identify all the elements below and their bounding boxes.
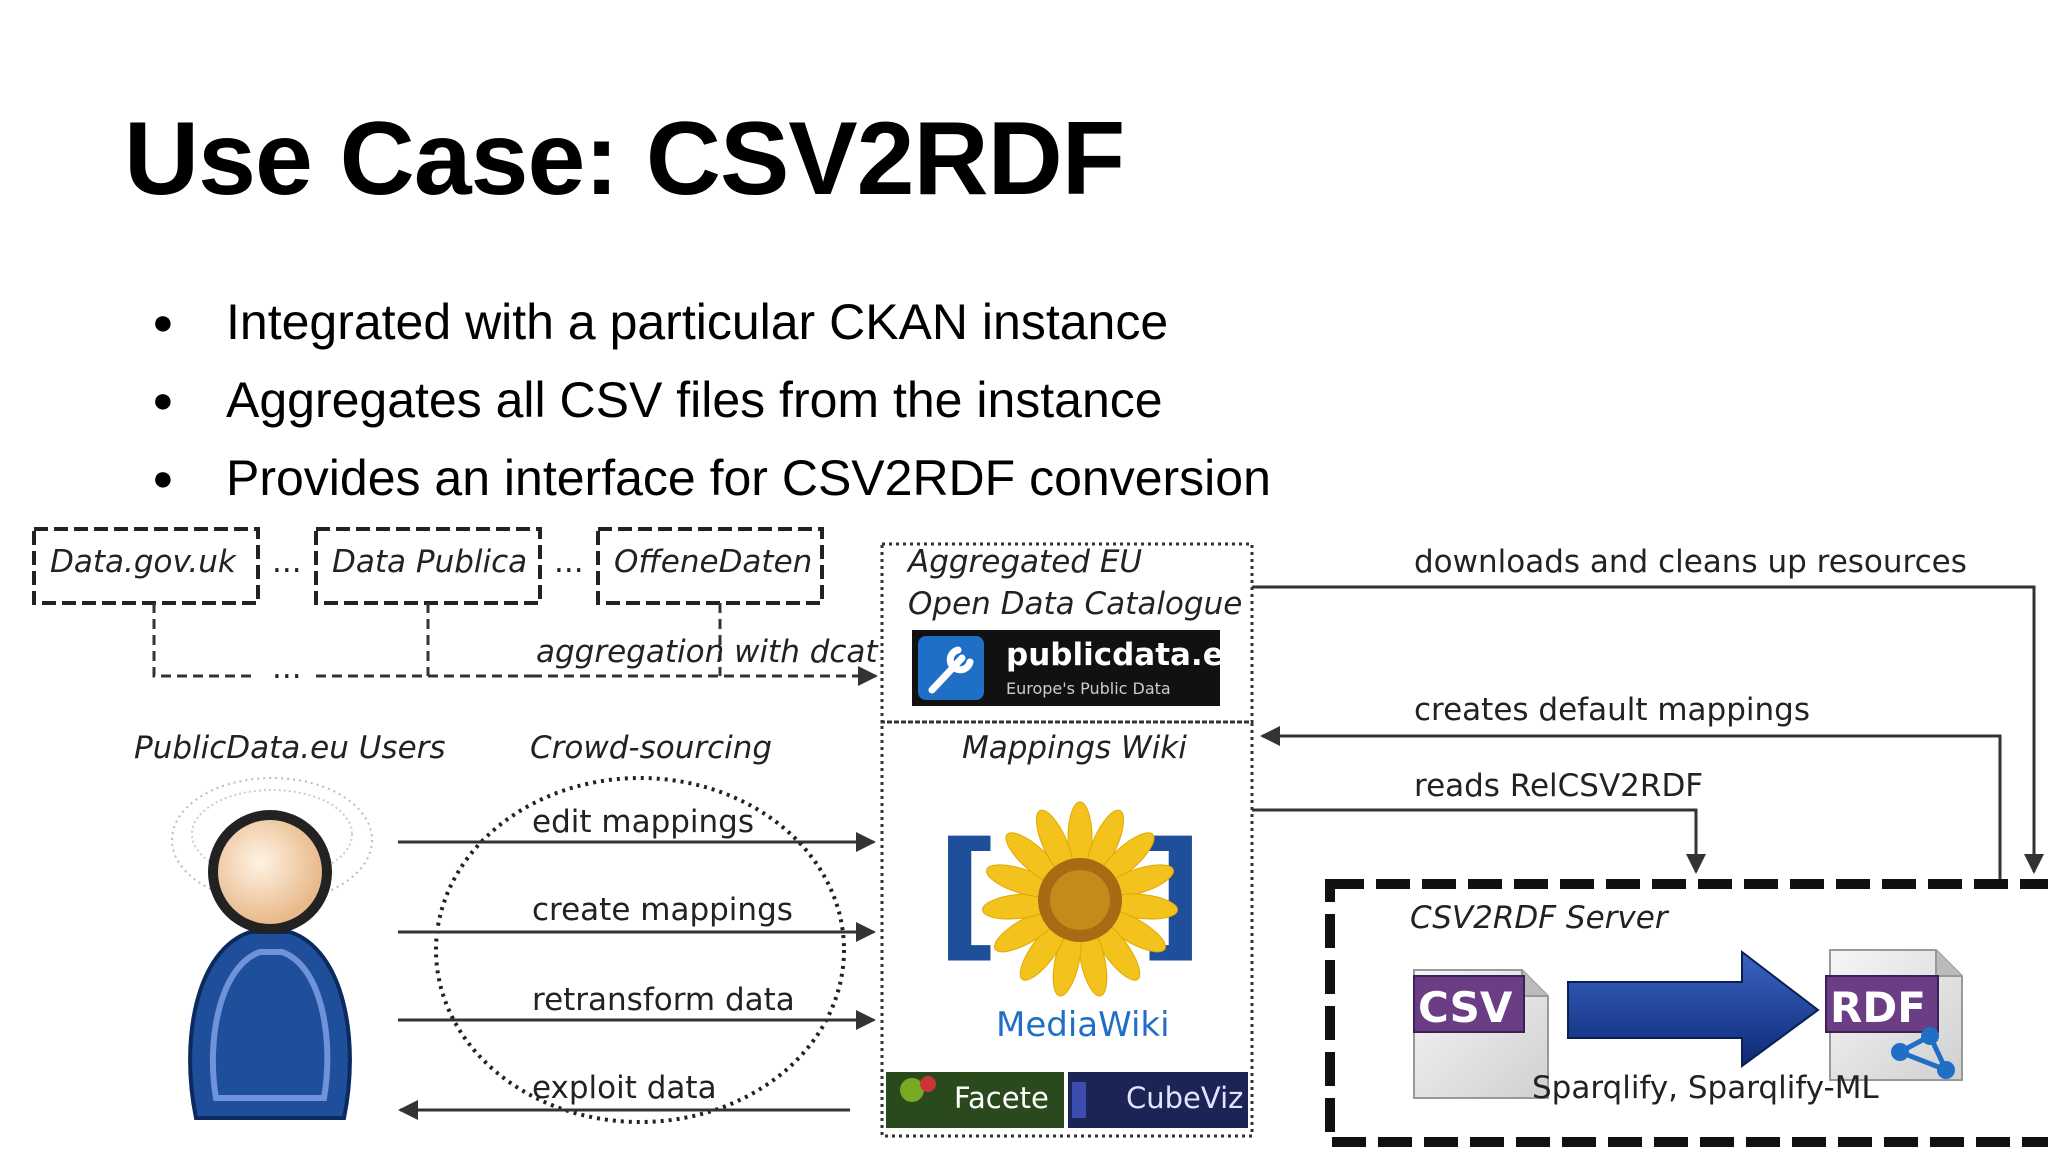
wiki-title: Mappings Wiki: [962, 730, 1187, 766]
catalogue-title: Open Data Catalogue: [908, 586, 1242, 622]
server-tools: Sparqlify, Sparqlify-ML: [1532, 1070, 1879, 1106]
users-label: PublicData.eu Users: [134, 730, 446, 766]
cubeviz-label: CubeViz: [1126, 1081, 1243, 1115]
rdf-graph-icon: [1891, 1027, 1955, 1079]
bullet-item: ● Integrated with a particular CKAN insta…: [152, 283, 1271, 361]
page-title: Use Case: CSV2RDF: [124, 101, 1125, 217]
users-icon: [171, 777, 373, 1120]
sunflower-icon: [982, 801, 1178, 997]
mediawiki-logo-text: MediaWiki: [996, 1005, 1170, 1045]
server-flow-arrows: [1252, 585, 2044, 880]
catalogue-panel: Aggregated EU Open Data Catalogue public…: [880, 542, 1254, 724]
facete-icon: [900, 1078, 924, 1102]
aggregation-connectors: ...: [152, 603, 878, 686]
flow-label: reads RelCSV2RDF: [1414, 768, 1703, 804]
ellipsis-text: ...: [272, 544, 302, 580]
ellipsis-text: ...: [554, 544, 584, 580]
bullet-text: Aggregates all CSV files from the instan…: [226, 372, 1163, 428]
publicdata-logo-text: publicdata.eu: [1006, 637, 1246, 673]
bullet-item: ● Aggregates all CSV files from the insta…: [152, 361, 1271, 439]
csv2rdf-server-box: CSV2RDF Server CSV RDF Sparqlify, Sparql…: [1325, 879, 2048, 1147]
cube-icon: [1072, 1082, 1086, 1118]
mappings-wiki-panel: Mappings Wiki [ ]: [880, 720, 1254, 1138]
bullet-dot: ●: [152, 457, 174, 498]
flow-label: downloads and cleans up resources: [1414, 544, 1967, 580]
action-label: exploit data: [532, 1070, 717, 1106]
mediawiki-logo: [ ]: [936, 801, 1204, 1045]
source-box-datapublica: Data Publica: [314, 527, 542, 605]
publicdata-tagline: Europe's Public Data: [1006, 679, 1171, 698]
wrench-icon: [928, 646, 974, 694]
source-box-datagov: Data.gov.uk: [32, 527, 260, 605]
rdf-file-icon: RDF: [1825, 949, 1963, 1081]
action-label: edit mappings: [532, 804, 754, 840]
source-label: Data.gov.uk: [50, 544, 237, 580]
catalogue-title: Aggregated EU: [906, 544, 1142, 580]
facete-label: Facete: [954, 1081, 1049, 1115]
crowd-circle: [434, 776, 846, 1124]
bullet-dot: ●: [152, 379, 174, 420]
conversion-arrow: [1567, 949, 1820, 1068]
cubeviz-logo: CubeViz: [1068, 1072, 1248, 1128]
ellipsis-text: ...: [272, 650, 302, 686]
source-label: Data Publica: [332, 544, 527, 580]
action-arrows: [398, 832, 876, 1120]
action-label: create mappings: [532, 892, 793, 928]
csv-icon-text: CSV: [1418, 983, 1513, 1032]
crowd-label: Crowd-sourcing: [530, 730, 772, 766]
bullet-dot: ●: [152, 301, 174, 342]
rdf-icon-text: RDF: [1830, 983, 1926, 1032]
csv-file-icon: CSV: [1413, 969, 1549, 1099]
bullet-item: ● Provides an interface for CSV2RDF conve…: [152, 439, 1271, 517]
source-label: OffeneDaten: [614, 544, 812, 580]
aggregation-label: aggregation with dcat: [536, 634, 879, 670]
publicdata-logo: publicdata.eu Europe's Public Data: [912, 630, 1246, 706]
svg-text:[: [: [936, 813, 1000, 976]
facete-logo: Facete: [886, 1072, 1064, 1128]
bullet-text: Provides an interface for CSV2RDF conver…: [226, 450, 1271, 506]
bullet-list: ● Integrated with a particular CKAN insta…: [152, 283, 1271, 517]
action-label: retransform data: [532, 982, 795, 1018]
bullet-text: Integrated with a particular CKAN instan…: [226, 294, 1169, 350]
server-title: CSV2RDF Server: [1410, 900, 1670, 936]
source-box-offenedaten: OffeneDaten: [596, 527, 824, 605]
flow-label: creates default mappings: [1414, 692, 1810, 728]
